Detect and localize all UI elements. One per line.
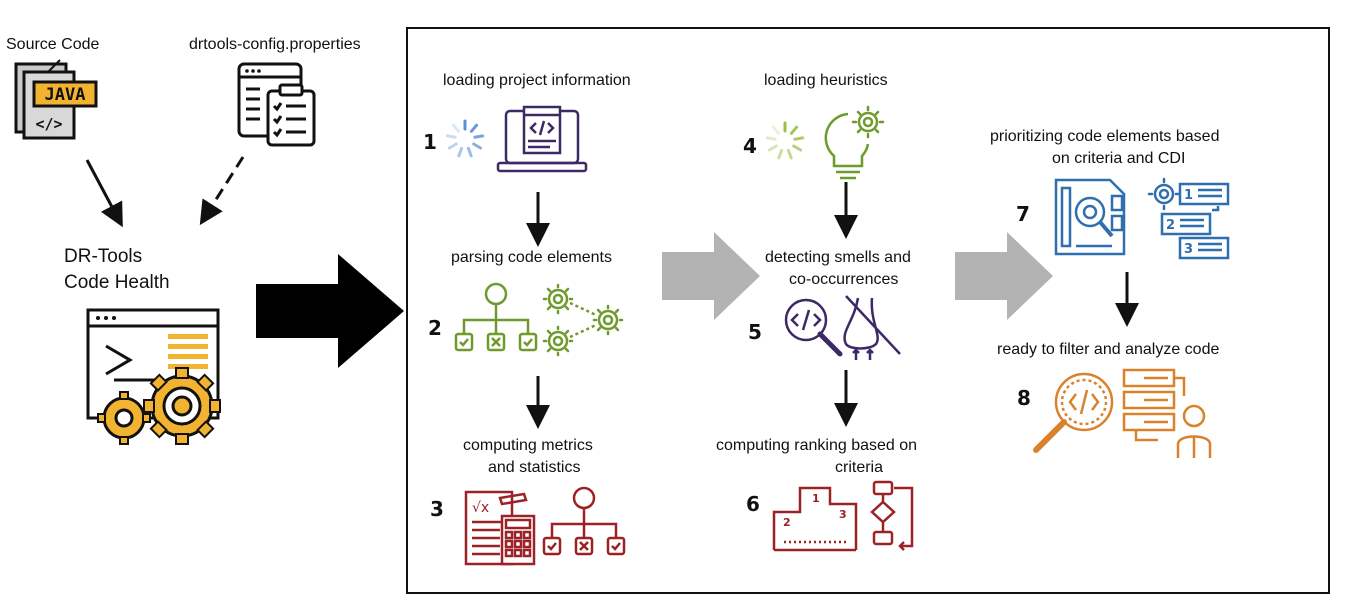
- podium-icon: 1 2 3: [772, 486, 858, 552]
- svg-text:3: 3: [1184, 242, 1193, 257]
- step-6-number: 6: [746, 492, 760, 516]
- svg-text:1: 1: [1184, 188, 1193, 203]
- terminal-gears-icon: [86, 308, 221, 445]
- java-file-icon: JAVA </>: [14, 59, 98, 140]
- step-2-label: parsing code elements: [451, 249, 612, 266]
- step-5-label-line1: detecting smells and: [765, 249, 911, 266]
- step-3-label-line1: computing metrics: [463, 437, 593, 454]
- step-6-label-line2: criteria: [835, 459, 884, 476]
- tool-name-line2: Code Health: [64, 272, 170, 293]
- step-1-label: loading project information: [443, 72, 631, 89]
- flowchart-icon: [870, 480, 914, 551]
- main-flow-arrow: [256, 254, 404, 368]
- smell-nose-icon: [843, 295, 901, 360]
- java-badge-text: JAVA: [45, 85, 86, 105]
- step-7-label-line1: prioritizing code elements based: [990, 128, 1220, 145]
- workflow-tree-icon: [454, 282, 538, 352]
- config-file-label: drtools-config.properties: [189, 36, 361, 53]
- step-3-label-line2: and statistics: [488, 459, 581, 476]
- step-7-label-line2: on criteria and CDI: [1052, 150, 1186, 167]
- source-to-tool-arrow: [85, 159, 123, 228]
- tool-name-line1: DR-Tools: [64, 246, 143, 267]
- column-arrow-1: [662, 232, 760, 320]
- ranked-list-icon: 123: [1147, 177, 1230, 260]
- step-3-number: 3: [430, 497, 444, 521]
- step-2-number: 2: [428, 316, 442, 340]
- calculator-document-icon: √x: [464, 490, 536, 566]
- analysis-document-icon: [1054, 178, 1126, 256]
- svg-text:√x: √x: [472, 500, 489, 516]
- java-code-glyph: </>: [35, 115, 62, 133]
- input-arrows: [85, 156, 245, 228]
- svg-text:2: 2: [1166, 218, 1175, 233]
- code-search-icon: [1033, 372, 1114, 453]
- gears-flow-icon: [542, 283, 624, 357]
- svg-text:3: 3: [839, 508, 847, 521]
- spinner-icon: [765, 121, 805, 160]
- column-arrow-2: [955, 232, 1053, 320]
- svg-text:1: 1: [812, 492, 820, 505]
- pipeline-frame: [406, 27, 1330, 594]
- step-7-number: 7: [1016, 202, 1030, 226]
- step-1-number: 1: [423, 130, 437, 154]
- spinner-icon: [445, 119, 485, 158]
- source-code-label: Source Code: [6, 36, 100, 53]
- config-to-tool-arrow: [199, 156, 245, 226]
- step-4-label: loading heuristics: [764, 72, 888, 89]
- step-5-label-line2: co-occurrences: [789, 271, 899, 288]
- step-5-number: 5: [748, 320, 762, 344]
- developer-list-icon: [1122, 368, 1212, 458]
- step-8-number: 8: [1017, 386, 1031, 410]
- laptop-code-icon: [496, 105, 588, 173]
- code-magnifier-icon: [784, 295, 901, 360]
- lightbulb-gear-icon: [824, 105, 885, 180]
- hierarchy-tree-icon: [542, 486, 626, 556]
- svg-text:2: 2: [783, 516, 791, 529]
- step-4-number: 4: [743, 134, 757, 158]
- step-6-label-line1: computing ranking based on: [716, 437, 918, 454]
- step-8-label: ready to filter and analyze code: [997, 341, 1220, 358]
- config-clipboard-icon: [237, 62, 316, 147]
